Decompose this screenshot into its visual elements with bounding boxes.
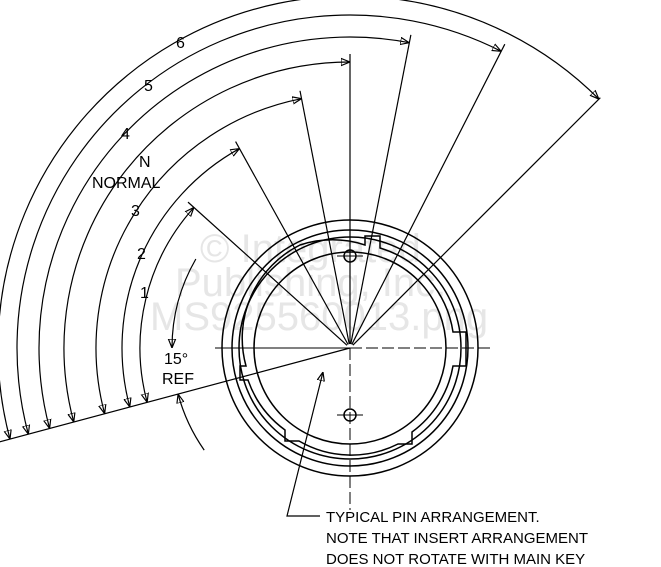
watermark: © Integrated Publishing, Inc. MS92556001…	[150, 227, 488, 339]
ref-angle-label: REF	[162, 371, 194, 388]
label-position-4: 4	[121, 126, 130, 143]
dimension-arc-6	[0, 0, 599, 439]
pin-note: TYPICAL PIN ARRANGEMENT. NOTE THAT INSER…	[286, 372, 588, 567]
label-position-2: 2	[137, 246, 146, 263]
label-position-1: 1	[140, 285, 149, 302]
position-labels: 6 5 4 N NORMAL 3 2 1 15° REF	[92, 35, 194, 388]
note-leader-arrow	[286, 372, 323, 517]
label-position-5: 5	[144, 78, 153, 95]
label-position-n: N	[139, 154, 151, 171]
note-line-2: NOTE THAT INSERT ARRANGEMENT	[326, 530, 588, 547]
note-line-3: DOES NOT ROTATE WITH MAIN KEY	[326, 551, 585, 567]
label-position-6: 6	[176, 35, 185, 52]
ref-angle-arrow-top	[172, 258, 197, 348]
note-line-1: TYPICAL PIN ARRANGEMENT.	[326, 509, 540, 526]
dimension-arc-5	[16, 14, 501, 434]
label-position-3: 3	[131, 203, 140, 220]
label-normal: NORMAL	[92, 175, 161, 192]
ref-angle-value: 15°	[164, 351, 188, 368]
watermark-line-3: MS925560013.png	[150, 295, 488, 339]
ref-angle-arrow-bottom	[178, 394, 205, 451]
key-position-dimensions	[0, 0, 601, 451]
